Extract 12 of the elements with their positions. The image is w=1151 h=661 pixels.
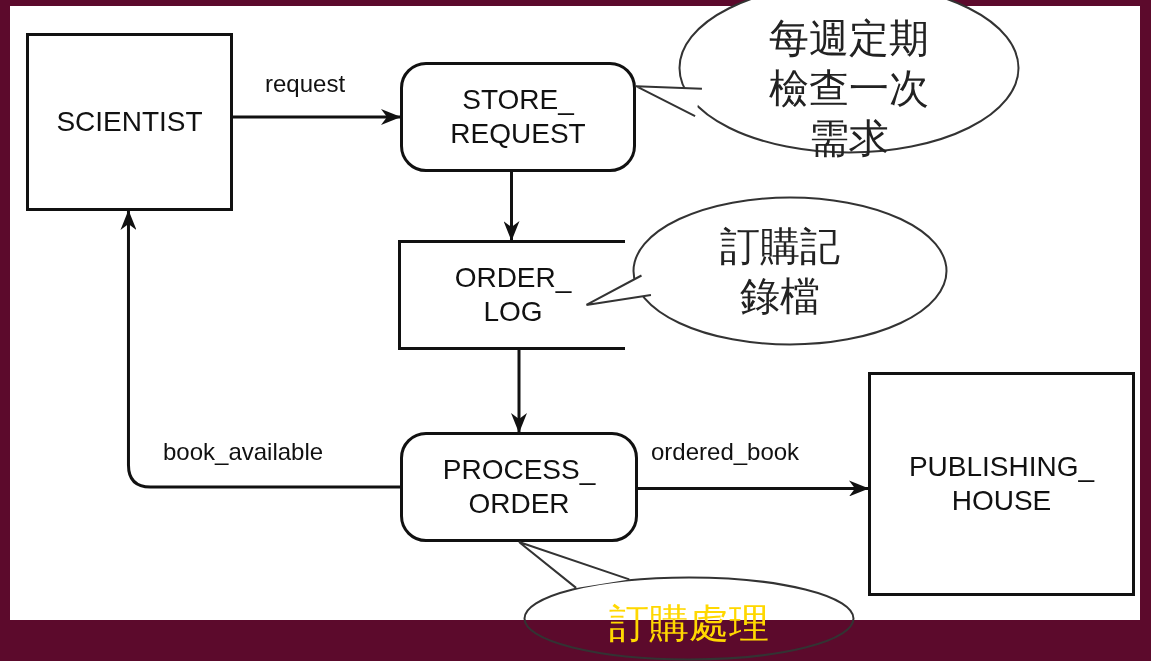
node-label: STORE_ REQUEST [449,83,587,151]
node-label: PUBLISHING_ HOUSE [907,450,1096,518]
node-label: 訂購記錄檔 [719,222,841,321]
node-label: ORDER_ LOG [453,261,573,329]
process-box [400,62,636,172]
speech-bubble [632,196,948,346]
entity-box [26,33,233,211]
node-label: 每週定期檢查一次需求 [768,14,930,163]
node-label: SCIENTIST [55,105,204,139]
node-label: PROCESS_ ORDER [441,453,597,521]
data-store [398,240,625,350]
entity-box [868,372,1135,596]
